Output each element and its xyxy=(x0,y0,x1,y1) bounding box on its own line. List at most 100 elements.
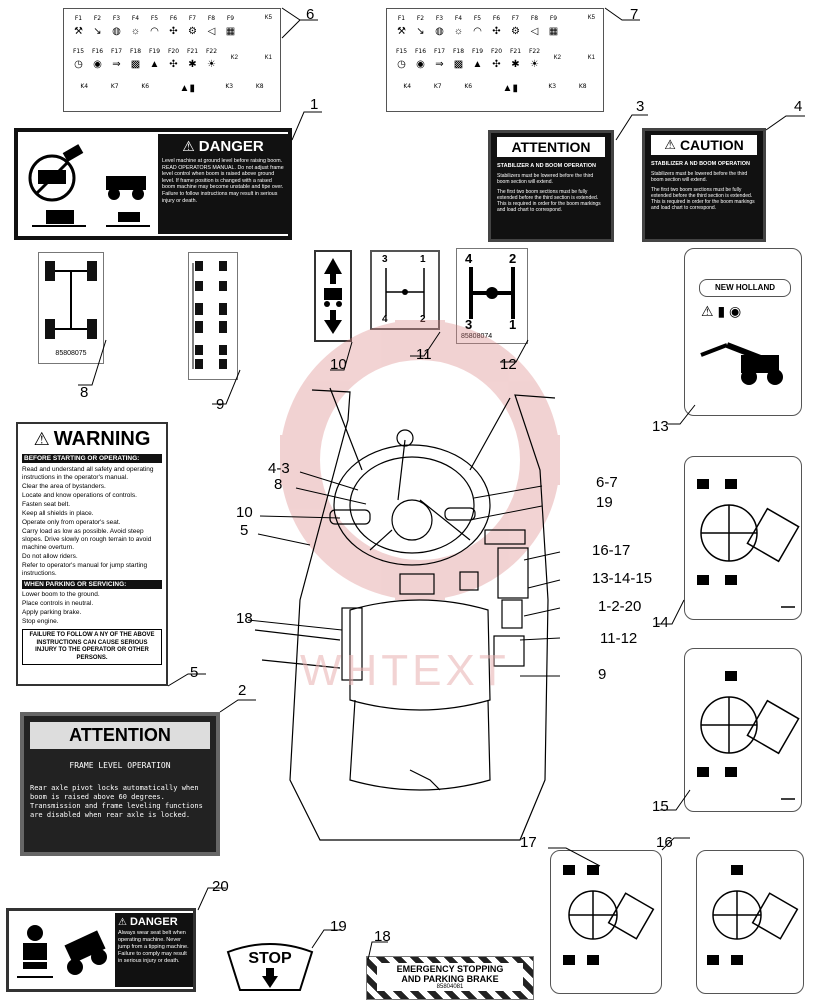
cab-label-9: 9 xyxy=(598,666,607,683)
keypad-key-label: F21 xyxy=(186,48,199,55)
gear-number: 4 xyxy=(382,314,388,325)
gear-number: 2 xyxy=(420,314,426,325)
gear-number: 1 xyxy=(420,254,426,265)
keypad-key-label: F9 xyxy=(226,15,235,22)
fan-icon: ✣ xyxy=(169,59,178,70)
keypad-key-label: F9 xyxy=(549,15,558,22)
danger-level-decal: ⚠ DANGER Level machine at ground level b… xyxy=(14,128,292,240)
seatbelt-text-panel: ⚠ DANGER Always wear seat belt when oper… xyxy=(115,913,193,987)
warning-triangle-icon: ⚠ xyxy=(33,429,50,449)
attention-boom-decal: ATTENTION STABILIZER A ND BOOM OPERATION… xyxy=(488,130,614,242)
attention-subtitle: STABILIZER A ND BOOM OPERATION xyxy=(497,163,596,169)
list-item: Locate and know operations of controls. xyxy=(22,492,137,499)
light-icon: ☼ xyxy=(453,26,464,37)
seatbelt-pictogram xyxy=(17,925,53,978)
seatbelt-body: Always wear seat belt when operating mac… xyxy=(118,930,189,964)
list-item: Lower boom to the ground. xyxy=(22,591,100,598)
joystick-decal-17 xyxy=(550,850,662,994)
cab-label-4-3: 4-3 xyxy=(268,460,290,477)
grid-icon: ▩ xyxy=(453,59,464,70)
cab-label-19: 19 xyxy=(596,494,613,511)
keypad-k2-label: K2 xyxy=(553,55,561,61)
caution-subtitle: STABILIZER A ND BOOM OPERATION xyxy=(651,161,750,167)
manual-warning-icon: ▲▮ xyxy=(502,83,518,94)
keypad-key-label: K7 xyxy=(433,83,442,90)
keypad-row-2: F15 F16 F17 F18 F19 F20 F21 F22 xyxy=(64,46,280,57)
parking-title: WHEN PARKING OR SERVICING: xyxy=(22,580,162,589)
list-item: Operate only from operator's seat. xyxy=(22,519,121,526)
warning-footer: FAILURE TO FOLLOW A NY OF THE ABOVE INST… xyxy=(22,629,162,665)
telehandler-pictogram xyxy=(700,342,783,385)
gear-number: 3 xyxy=(465,317,473,332)
shift-pattern-lines xyxy=(385,268,425,316)
callout-11: 11 xyxy=(416,346,432,363)
emergency-brake-decal: EMERGENCY STOPPING AND PARKING BRAKE 858… xyxy=(366,956,534,1000)
arrow-right-icon: ⇒ xyxy=(112,59,121,70)
list-item: Keep all shields in place. xyxy=(22,510,94,517)
warning-triangle-icon: ▲ xyxy=(149,59,160,70)
attention-paragraph-1: Stabilizers must be lowered before the t… xyxy=(497,173,594,186)
clock-icon: ◷ xyxy=(74,59,83,70)
list-item: Fasten seat belt. xyxy=(22,501,71,508)
keypad-k2-label: K2 xyxy=(230,55,238,61)
list-item: Apply parking brake. xyxy=(22,609,82,616)
keypad-key-label: F2 xyxy=(416,15,425,22)
asterisk-icon: ✱ xyxy=(511,59,520,70)
before-list: Read and understand all safety and opera… xyxy=(22,466,162,578)
horn-icon: ◁ xyxy=(530,26,539,37)
keypad-key-label: K3 xyxy=(548,83,557,90)
part-number: 85804081 xyxy=(436,984,464,990)
keypad-key-label: F17 xyxy=(110,48,123,55)
attention-frame-subtitle: FRAME LEVEL OPERATION xyxy=(69,761,171,770)
joystick-decal-15 xyxy=(684,648,802,812)
joystick-decal-14 xyxy=(684,456,802,620)
keypad-key-label: F4 xyxy=(454,15,463,22)
horn-icon: ◁ xyxy=(207,26,216,37)
joystick-pattern-pictogram xyxy=(707,865,799,965)
keypad-key-label: K7 xyxy=(110,83,119,90)
joystick-decal-16 xyxy=(696,850,804,994)
callout-6: 6 xyxy=(306,6,315,23)
before-title: BEFORE STARTING OR OPERATING: xyxy=(22,454,162,463)
keypad-key-label: F22 xyxy=(528,48,541,55)
options-icon: ▦ xyxy=(225,26,236,37)
keypad-key-label: F18 xyxy=(129,48,142,55)
callout-7: 7 xyxy=(630,6,639,23)
caution-paragraph-1: Stabilizers must be lowered before the t… xyxy=(651,171,748,184)
callout-13: 13 xyxy=(652,418,669,435)
keypad-row-1: F1 F2 F3 F4 F5 F6 F7 F8 F9 xyxy=(387,13,603,24)
joystick-pattern-pictogram xyxy=(697,479,800,608)
cab-label-1-2-20: 1-2-20 xyxy=(598,598,642,615)
grid-icon: ▩ xyxy=(130,59,141,70)
keypad-key-label: K8 xyxy=(578,83,587,90)
seatbelt-danger-header: DANGER xyxy=(129,916,178,928)
wheel-icon: ◍ xyxy=(112,26,121,37)
tipping-machine-pictogram xyxy=(24,140,96,230)
keypad-key-label: F1 xyxy=(74,15,83,22)
keypad-key-label: F22 xyxy=(205,48,218,55)
keypad-key-label: F19 xyxy=(148,48,161,55)
keypad-symbols-2: ◷ ◉ ⇒ ▩ ▲ ✣ ✱ ☀ xyxy=(64,57,280,73)
list-item: Do not allow riders. xyxy=(22,553,78,560)
tipping-machine-pictogram xyxy=(64,930,107,975)
tool-icon: ⚒ xyxy=(74,26,83,37)
emergency-line-2: AND PARKING BRAKE xyxy=(401,974,499,984)
keypad-row-3: K4 K7 K6 ▲▮ K3 K8 xyxy=(64,81,280,97)
danger-seatbelt-decal: ⚠ DANGER Always wear seat belt when oper… xyxy=(6,908,196,992)
list-item: Stop engine. xyxy=(22,618,59,625)
warning-triangle-icon: ⚠ xyxy=(182,138,195,154)
keypad-key-label: F6 xyxy=(169,15,178,22)
keypad-key-label: F20 xyxy=(490,48,503,55)
keypad-k5-label: K5 xyxy=(587,15,595,21)
caution-header: CAUTION xyxy=(679,137,744,153)
cab-label-13-14-15: 13-14-15 xyxy=(592,570,653,587)
keypad-key-label: F2 xyxy=(93,15,102,22)
danger-header: DANGER xyxy=(198,138,264,155)
keypad-decal-7: F1 F2 F3 F4 F5 F6 F7 F8 F9 ⚒ ↘ ◍ ☼ ◠ ✣ ⚙… xyxy=(386,8,604,112)
list-item: Place controls in neutral. xyxy=(22,600,94,607)
cab-label-18: 18 xyxy=(236,610,253,627)
watermark-text: WHTEXT xyxy=(300,646,510,695)
keypad-key-label: F4 xyxy=(131,15,140,22)
keypad-key-label: F20 xyxy=(167,48,180,55)
